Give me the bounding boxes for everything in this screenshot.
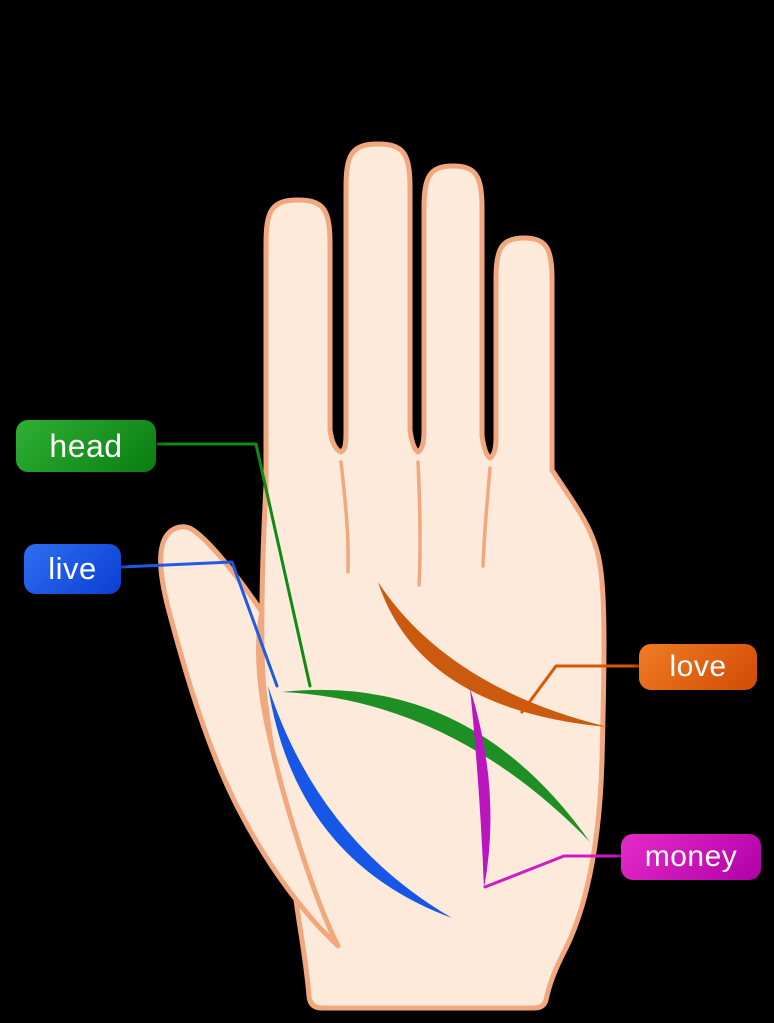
- finger-crease: [416, 460, 422, 587]
- head-leader-line: [156, 442, 312, 688]
- money-line: [470, 688, 491, 888]
- label-head: head: [16, 420, 156, 472]
- thumb-shape: [158, 524, 341, 949]
- finger-crease: [481, 466, 492, 568]
- label-love: love: [639, 644, 757, 690]
- love-leader-line: [520, 664, 641, 714]
- finger-crease: [339, 460, 350, 574]
- palm-fingers-shape: [259, 141, 607, 1011]
- label-live: live: [24, 544, 121, 594]
- live-leader-line: [120, 560, 279, 688]
- label-money: money: [621, 834, 761, 880]
- head-line: [282, 689, 590, 842]
- love-line: [378, 582, 608, 727]
- money-leader-line: [483, 854, 623, 889]
